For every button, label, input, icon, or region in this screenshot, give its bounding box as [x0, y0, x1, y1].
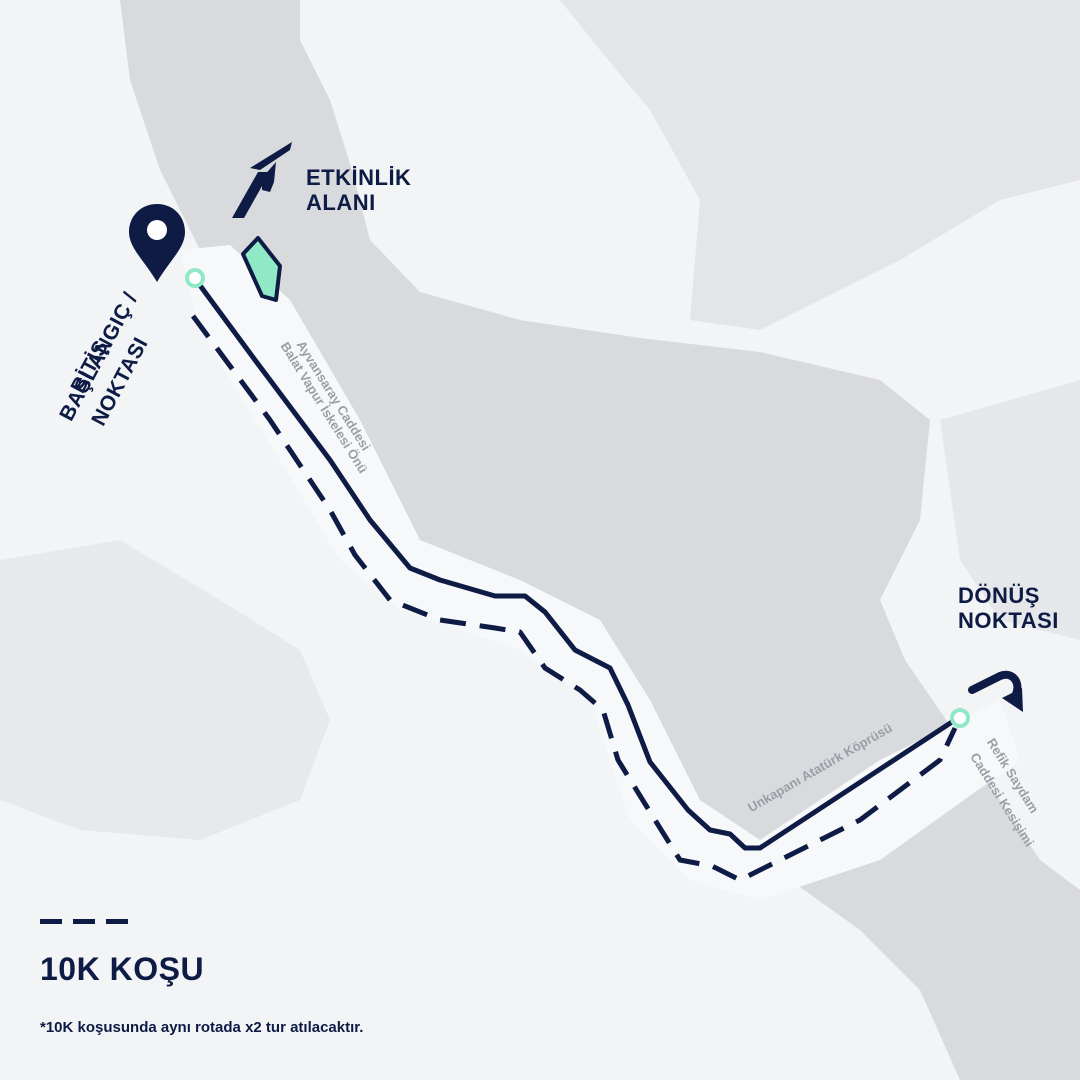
turn-line1: DÖNÜŞ — [958, 583, 1040, 608]
event-area-line2: ALANI — [306, 189, 376, 215]
event-logo-icon — [232, 142, 292, 218]
u-turn-arrow-icon — [968, 670, 1023, 712]
legend-dash-sample — [40, 919, 128, 924]
event-area-label: ETKİNLİK ALANI — [306, 165, 412, 215]
event-area-line1: ETKİNLİK — [306, 165, 412, 190]
legend-note: *10K koşusunda aynı rotada x2 tur atılac… — [40, 1019, 364, 1036]
water-right — [940, 380, 1080, 640]
turn-line2: NOKTASI — [958, 607, 1059, 633]
turn-point-marker — [950, 708, 970, 728]
legend-title: 10K KOŞU — [40, 951, 205, 987]
route-dashed — [190, 314, 958, 883]
turn-point-label: DÖNÜŞ NOKTASI — [958, 583, 1059, 633]
land-shore-strip — [180, 245, 1020, 900]
route-solid — [193, 277, 958, 851]
start-point-marker — [185, 268, 205, 288]
water-lower-left — [0, 540, 330, 840]
water-upper — [560, 0, 1080, 330]
event-area-shape — [241, 236, 282, 302]
location-pin-icon — [129, 204, 185, 282]
